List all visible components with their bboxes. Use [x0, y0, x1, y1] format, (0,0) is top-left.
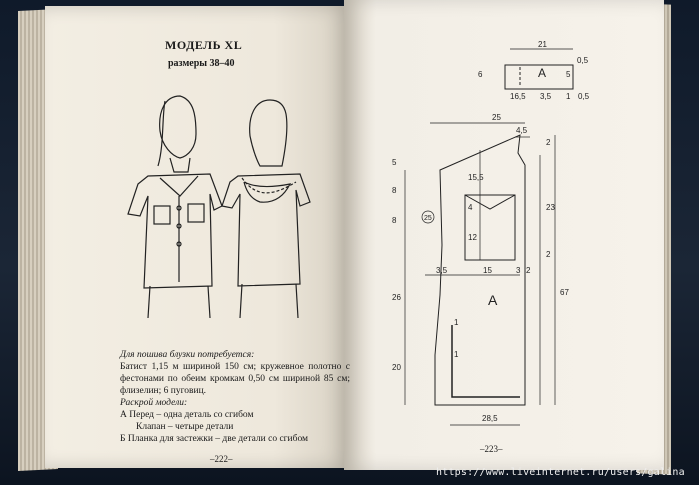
dim-label: 3 [516, 266, 521, 275]
dim-label: 16,5 [510, 92, 526, 101]
pattern-label-small: А [538, 66, 546, 80]
right-page-number: –223– [480, 444, 503, 454]
dim-label: 2 [526, 266, 531, 275]
dim-label: 5 [392, 158, 397, 167]
dim-label: 1 [454, 350, 459, 359]
cut-item-placket: Б Планка для застежки – две детали со сг… [120, 434, 309, 444]
dim-label: 6 [478, 70, 483, 79]
dim-label: 8 [392, 216, 397, 225]
dim-label: 21 [538, 40, 547, 49]
materials-text: Батист 1,15 м шириной 150 см; кружевное … [120, 362, 350, 396]
watermark-url: https://www.liveinternet.ru/users/galina [436, 467, 685, 478]
dim-label: 1 [566, 92, 571, 101]
dim-label: 25 [492, 113, 501, 122]
pattern-label-main: А [488, 292, 498, 308]
pattern-diagram: 21 0,5 5 6 16,5 3,5 1 0,5 А 25 4,5 5 8 8… [392, 40, 590, 426]
cut-item-front: А Перед – одна деталь со сгибом [120, 410, 254, 420]
dim-label: 20 [392, 363, 401, 372]
dim-label: 0,5 [578, 92, 590, 101]
dim-label: 3,5 [436, 266, 448, 275]
dim-label: 67 [560, 288, 569, 297]
dim-label: 25 [424, 215, 432, 222]
left-page-number: –222– [210, 454, 233, 464]
dim-label: 4,5 [516, 126, 528, 135]
dim-label: 23 [546, 203, 555, 212]
dim-label: 12 [468, 233, 477, 242]
size-range: размеры 38–40 [168, 58, 235, 69]
left-page [45, 6, 350, 468]
cut-item-flap: Клапан – четыре детали [136, 422, 234, 432]
dim-label: 4 [468, 203, 473, 212]
dim-label: 26 [392, 293, 401, 302]
dim-label: 2 [546, 250, 551, 259]
dim-label: 2 [546, 138, 551, 147]
dim-label: 0,5 [577, 56, 589, 65]
dim-label: 8 [392, 186, 397, 195]
dim-label: 28,5 [482, 414, 498, 423]
cutting-heading: Раскрой модели: [120, 398, 188, 408]
dim-label: 15 [483, 266, 492, 275]
dim-label: 3,5 [540, 92, 552, 101]
dim-label: 5 [566, 70, 571, 79]
dim-label: 1 [454, 318, 459, 327]
model-title: МОДЕЛЬ XL [165, 38, 243, 52]
materials-heading: Для пошива блузки потребуется: [120, 350, 255, 360]
blouse-illustration [127, 95, 311, 319]
right-page [344, 0, 664, 470]
dim-label: 15,5 [468, 173, 484, 182]
